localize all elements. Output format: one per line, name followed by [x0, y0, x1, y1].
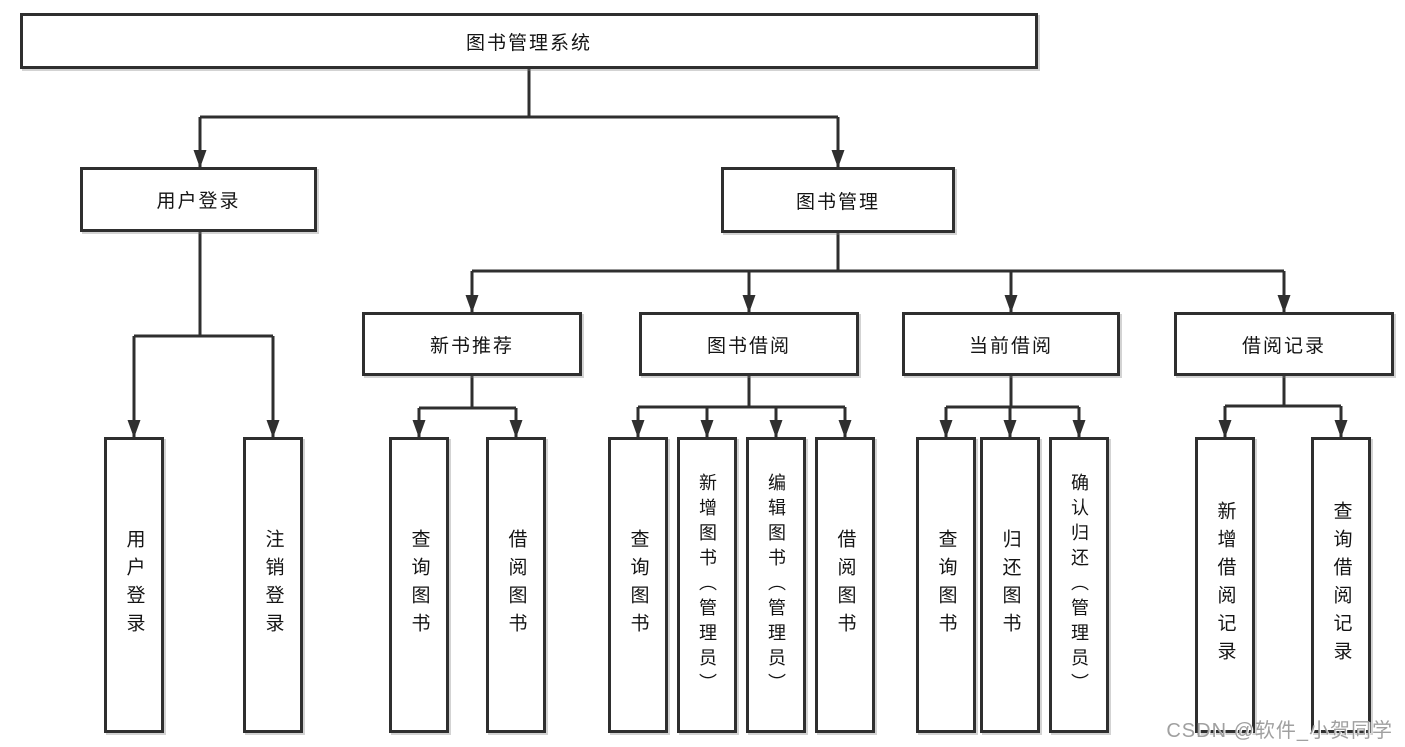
node-root: 图书管理系统: [20, 13, 1038, 69]
leaf-query-book-3: 查询图书: [916, 437, 976, 733]
node-borrow-records: 借阅记录: [1174, 312, 1394, 376]
leaf-query-book-2: 查询图书: [608, 437, 668, 733]
watermark: CSDN @软件_小贺同学: [1166, 720, 1393, 742]
leaf-borrow-book-2: 借阅图书: [815, 437, 875, 733]
leaf-query-book-3-label: 查询图书: [935, 529, 957, 641]
leaf-borrow-book-2-label: 借阅图书: [834, 529, 856, 641]
leaf-query-borrow-record: 查询借阅记录: [1311, 437, 1371, 733]
leaf-logout-label: 注销登录: [262, 529, 284, 641]
leaf-borrow-book-1: 借阅图书: [486, 437, 546, 733]
node-book-borrow: 图书借阅: [639, 312, 859, 376]
leaf-return-book-label: 归还图书: [999, 529, 1021, 641]
leaf-query-book-1-label: 查询图书: [408, 529, 430, 641]
node-new-book-recommend: 新书推荐: [362, 312, 582, 376]
connector-trunks: [134, 69, 1341, 410]
leaf-confirm-return-admin: 确认归还（管理员）: [1049, 437, 1109, 733]
leaf-query-borrow-record-label: 查询借阅记录: [1330, 501, 1352, 669]
leaf-query-book-1: 查询图书: [389, 437, 449, 733]
leaf-confirm-return-admin-label: 确认归还（管理员）: [1069, 472, 1089, 698]
node-current-borrow: 当前借阅: [902, 312, 1120, 376]
leaf-add-book-admin: 新增图书（管理员）: [677, 437, 737, 733]
node-user-login: 用户登录: [80, 167, 317, 232]
node-book-mgmt: 图书管理: [721, 167, 955, 233]
leaf-user-login: 用户登录: [104, 437, 164, 733]
leaf-borrow-book-1-label: 借阅图书: [505, 529, 527, 641]
leaf-add-borrow-record: 新增借阅记录: [1195, 437, 1255, 733]
leaf-query-book-2-label: 查询图书: [627, 529, 649, 641]
leaf-add-book-admin-label: 新增图书（管理员）: [697, 472, 717, 698]
leaf-user-login-label: 用户登录: [123, 529, 145, 641]
leaf-add-borrow-record-label: 新增借阅记录: [1214, 501, 1236, 669]
leaf-logout: 注销登录: [243, 437, 303, 733]
leaf-edit-book-admin: 编辑图书（管理员）: [746, 437, 806, 733]
leaf-return-book: 归还图书: [980, 437, 1040, 733]
leaf-edit-book-admin-label: 编辑图书（管理员）: [766, 472, 786, 698]
